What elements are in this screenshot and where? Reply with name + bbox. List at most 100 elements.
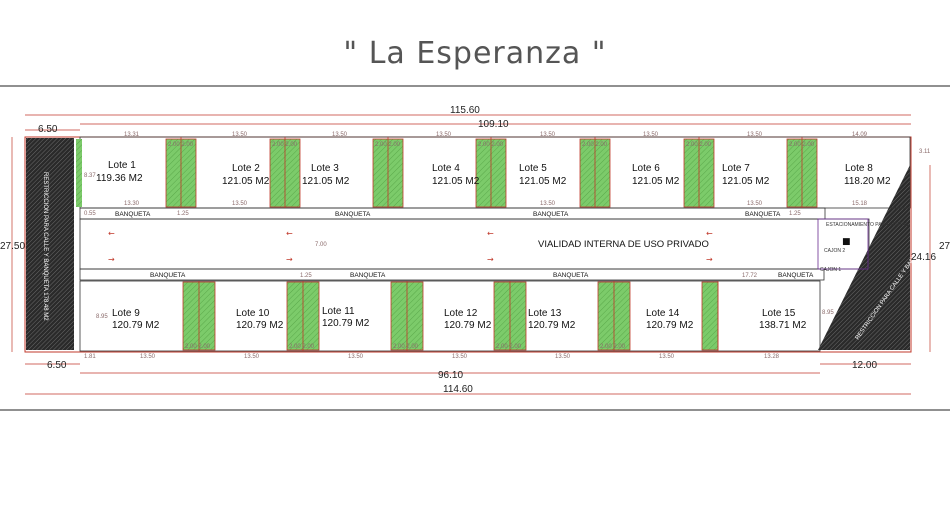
dim-bottom-depth: 8.95	[96, 314, 108, 320]
top-lot-dividers	[180, 137, 803, 208]
lot-label: Lote 9	[112, 308, 140, 319]
lot-label: Lote 2	[232, 163, 260, 174]
lot-label: Lote 7	[722, 163, 750, 174]
lot-area: 120.79 M2	[444, 320, 492, 331]
green-strip	[76, 139, 82, 207]
bottom-lot-dividers	[198, 281, 719, 351]
dim-green: 2.00 2.00	[168, 142, 194, 148]
dim-green: 2.00 2.00	[375, 142, 401, 148]
lot-area: 121.05 M2	[222, 176, 270, 187]
dim-right-banq: 17.72	[742, 273, 758, 279]
lot-label: Lote 14	[646, 308, 680, 319]
lot-area: 121.05 M2	[519, 176, 567, 187]
lot-area: 119.36 M2	[96, 173, 143, 184]
dim-green: 2.00 2.00	[496, 344, 522, 350]
road-label: VIALIDAD INTERNA DE USO PRIVADO	[538, 239, 709, 250]
left-arrow-icon: ←	[286, 229, 293, 238]
dim-lot-top: 13.31	[124, 132, 140, 138]
dim-right-height: 24.16	[911, 252, 936, 263]
dim-lot-bottom-row: 13.50	[555, 354, 571, 360]
lot-label: Lote 12	[444, 308, 478, 319]
lot-label: Lote 11	[322, 306, 355, 317]
right-arrow-icon: →	[286, 255, 293, 264]
sidewalk-label: BANQUETA	[745, 211, 781, 218]
dim-green: 2.00 2.00	[686, 142, 712, 148]
lot-area: 120.79 M2	[112, 320, 160, 331]
sidewalk-label: BANQUETA	[150, 272, 186, 279]
left-arrow-icon: ←	[108, 229, 115, 238]
lot-label: Lote 1	[108, 160, 136, 171]
left-arrow-icon: ←	[706, 229, 713, 238]
dim-green: 2.00 2.00	[600, 344, 626, 350]
dim-banq: 1.25	[300, 273, 312, 279]
right-arrow-icon: →	[487, 255, 494, 264]
dim-left-height: 27.50	[0, 241, 25, 252]
lot-area: 120.79 M2	[646, 320, 694, 331]
dim-corner: 1.81	[84, 354, 96, 360]
dim-lot-top: 13.50	[436, 132, 452, 138]
right-arrow-icon: →	[108, 255, 115, 264]
dim-bottom-depth: 8.95	[822, 310, 834, 316]
left-restriction-label: RESTRICCION PARA CALLE Y BANQUETA 178.48…	[42, 172, 48, 321]
dim-lot-bottom-row: 13.50	[348, 354, 364, 360]
sidewalk-label: BANQUETA	[115, 211, 151, 218]
dim-green: 2.00 2.00	[393, 344, 419, 350]
right-arrow-icon: →	[706, 255, 713, 264]
dim-lot-bottom-row: 13.50	[140, 354, 156, 360]
dim-lot-bottom: 15.18	[852, 201, 868, 207]
dim-green: 2.00 2.00	[789, 142, 815, 148]
lot-area: 118.20 M2	[844, 176, 891, 187]
dim-top-small: 3.11	[919, 149, 931, 155]
dim-bottom-total: 114.60	[443, 384, 473, 395]
dim-lot-bottom-row: 13.50	[244, 354, 260, 360]
dim-right-height-cut: 27	[939, 241, 950, 252]
bottom-sidewalk	[79, 268, 825, 281]
dim-lot-bottom: 13.50	[232, 201, 248, 207]
dim-green: 2.00 2.00	[289, 344, 315, 350]
lot-area: 120.79 M2	[322, 318, 370, 329]
lot-area: 121.05 M2	[432, 176, 480, 187]
parking-area	[817, 218, 869, 270]
right-restriction-area	[818, 165, 910, 350]
lot-area: 121.05 M2	[302, 176, 350, 187]
dim-top-inner: 109.10	[478, 119, 509, 130]
lot-label: Lote 4	[432, 163, 460, 174]
green-area	[701, 281, 719, 351]
sidewalk-label: BANQUETA	[778, 272, 814, 279]
dim-green: 2.00 2.00	[478, 142, 504, 148]
lot-label: Lote 15	[762, 308, 796, 319]
dim-lot-top: 14.09	[852, 132, 868, 138]
plan-title: " La Esperanza "	[343, 36, 607, 71]
road-width: 7.00	[315, 242, 327, 248]
dim-banq: 1.25	[177, 211, 189, 217]
dim-lot-top: 13.50	[643, 132, 659, 138]
dim-lot-top: 13.50	[232, 132, 248, 138]
lot-label: Lote 10	[236, 308, 270, 319]
lot-area: 138.71 M2	[759, 320, 807, 331]
dim-lot-bottom-row: 13.50	[452, 354, 468, 360]
dimension-lines	[11, 114, 931, 395]
lot-label: Lote 8	[845, 163, 873, 174]
dim-banq: 1.25	[789, 211, 801, 217]
sidewalk-label: BANQUETA	[350, 272, 386, 279]
parking-label: ESTACIONAMIENTO PARA VISITAS	[826, 222, 909, 228]
parking-spot: CAJON 2	[824, 248, 845, 254]
dim-lot-top: 13.50	[540, 132, 556, 138]
car-icon: ■	[842, 237, 851, 247]
dim-bottom-inner: 96.10	[438, 370, 463, 381]
lot-area: 121.05 M2	[722, 176, 770, 187]
dim-bottom-right: 12.00	[852, 360, 877, 371]
dim-lot-bottom-row: 13.28	[764, 354, 780, 360]
lot-label: Lote 3	[311, 163, 339, 174]
road-arrows: ← ← ← ← → → → →	[108, 229, 713, 264]
dim-bottom-left: 6.50	[47, 360, 67, 371]
left-restriction-area	[26, 138, 74, 350]
dim-green: 2.00 2.00	[582, 142, 608, 148]
parking-spot: CAJON 1	[820, 267, 841, 273]
dim-lot-bottom: 13.50	[540, 201, 556, 207]
dim-lot-top: 13.50	[747, 132, 763, 138]
bottom-lots-row	[79, 280, 821, 352]
lot-area: 120.79 M2	[528, 320, 576, 331]
dim-lot-bottom: 13.50	[747, 201, 763, 207]
